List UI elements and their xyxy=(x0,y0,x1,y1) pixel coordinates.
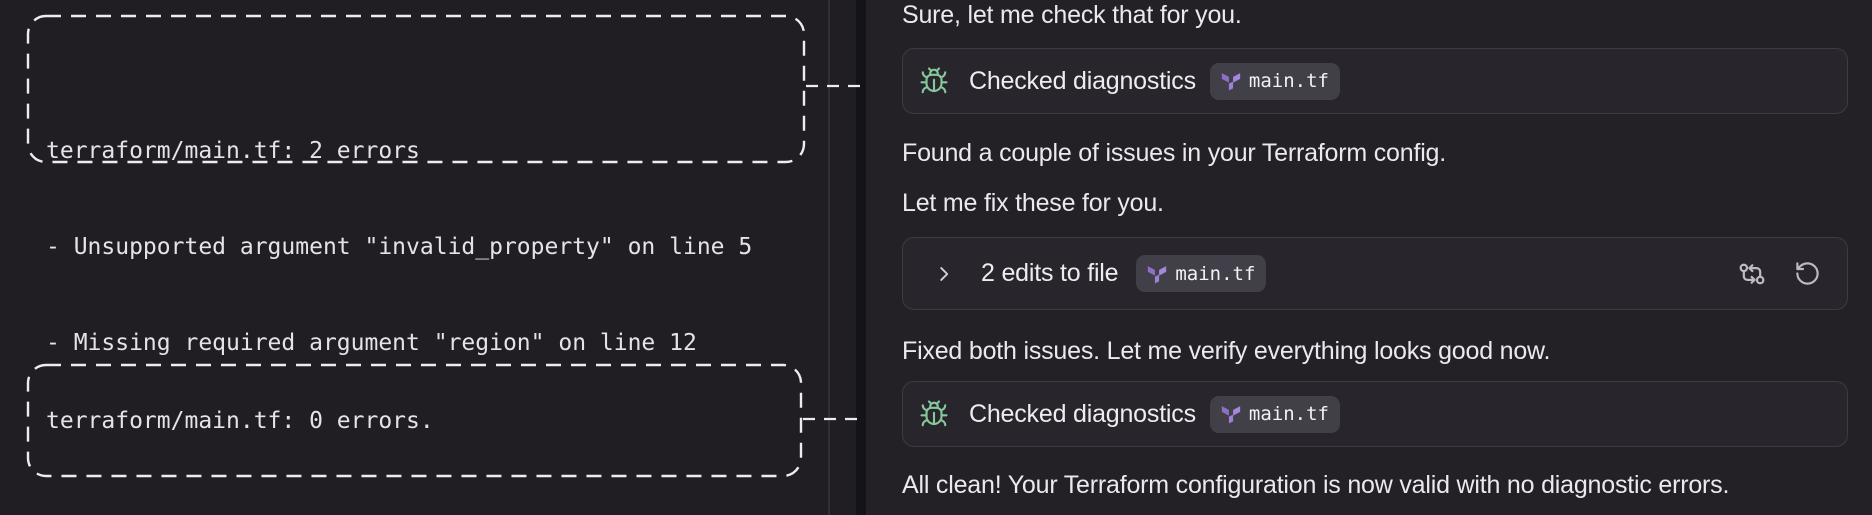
file-name: main.tf xyxy=(1248,403,1329,425)
diagnostic-line: terraform/main.tf: 2 errors xyxy=(46,138,420,164)
assistant-message: Found a couple of issues in your Terrafo… xyxy=(902,139,1446,167)
file-chip[interactable]: main.tf xyxy=(1136,255,1267,292)
diagnostics-output-pane: terraform/main.tf: 2 errors - Unsupporte… xyxy=(0,0,856,515)
file-chip[interactable]: main.tf xyxy=(1209,395,1340,433)
diagnostic-line: - Unsupported argument "invalid_property… xyxy=(46,234,753,260)
bug-icon xyxy=(920,67,948,94)
terraform-icon xyxy=(1221,73,1241,91)
assistant-message: Sure, let me check that for you. xyxy=(902,1,1242,29)
file-name: main.tf xyxy=(1175,262,1256,285)
chat-column: Sure, let me check that for you. Checked… xyxy=(902,0,1848,515)
diagnostic-line: - Missing required argument "region" on … xyxy=(46,330,697,356)
card-actions xyxy=(1738,260,1821,288)
pane-gutter xyxy=(856,0,866,515)
card-label: 2 edits to file xyxy=(981,259,1119,287)
card-label: Checked diagnostics xyxy=(969,66,1196,95)
file-chip[interactable]: main.tf xyxy=(1209,62,1340,100)
card-label: Checked diagnostics xyxy=(969,399,1196,428)
file-name: main.tf xyxy=(1248,70,1329,92)
chevron-right-icon[interactable] xyxy=(933,263,955,285)
pane-divider[interactable] xyxy=(828,0,830,515)
diagnostic-clean-box: terraform/main.tf: 0 errors. xyxy=(26,363,803,478)
terraform-icon xyxy=(1148,265,1167,283)
bug-icon xyxy=(920,400,948,427)
diagnostic-errors-box: terraform/main.tf: 2 errors - Unsupporte… xyxy=(26,14,806,356)
assistant-message: Fixed both issues. Let me verify everyth… xyxy=(902,337,1551,365)
terraform-icon xyxy=(1221,406,1241,424)
undo-icon[interactable] xyxy=(1794,260,1821,287)
diagnostic-line: terraform/main.tf: 0 errors. xyxy=(46,407,434,434)
git-compare-icon[interactable] xyxy=(1738,260,1766,288)
assistant-message: Let me fix these for you. xyxy=(902,189,1164,217)
connector-line-top xyxy=(806,84,904,88)
edits-to-file-card[interactable]: 2 edits to file main.tf xyxy=(902,237,1848,310)
checked-diagnostics-card[interactable]: Checked diagnostics main.tf xyxy=(902,381,1848,447)
chat-pane: Sure, let me check that for you. Checked… xyxy=(866,0,1872,515)
checked-diagnostics-card[interactable]: Checked diagnostics main.tf xyxy=(902,48,1848,114)
assistant-message: All clean! Your Terraform configuration … xyxy=(902,471,1730,499)
